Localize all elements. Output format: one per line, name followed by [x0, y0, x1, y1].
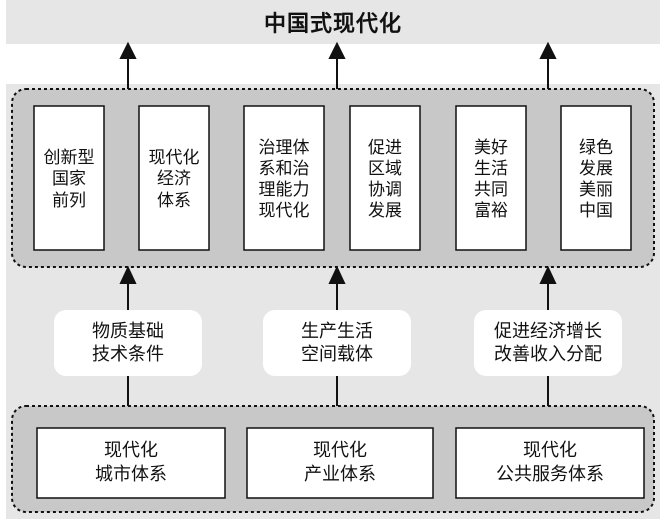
base-box-3: [455, 427, 645, 499]
goal-box-2: [138, 105, 210, 251]
goal-box-5: [455, 105, 527, 251]
base-public-service-system: 现代化 公共服务体系: [496, 439, 604, 485]
support-growth-distribution: 促进经济增长 改善收入分配: [494, 320, 602, 365]
base-box-1: [36, 427, 226, 499]
goal-modern-economy: 现代化 经济 体系: [148, 148, 200, 211]
goal-box-4: [349, 105, 421, 251]
support-material-foundation: 物质基础 技术条件: [92, 320, 164, 365]
support-pill-1: [54, 310, 202, 376]
support-pill-2: [263, 310, 411, 376]
goal-box-1: [33, 105, 105, 251]
goal-innovative-country: 创新型 国家 前列: [43, 148, 95, 211]
goal-regional-coordination: 促进 区域 协调 发展: [368, 137, 402, 222]
diagram-title: 中国式现代化: [263, 11, 402, 37]
goals-group: [11, 88, 655, 268]
goal-box-6: [560, 105, 632, 251]
title-band: [6, 0, 660, 44]
base-urban-system: 现代化 城市体系: [95, 439, 167, 485]
support-pill-3: [474, 310, 622, 376]
goal-governance-modernization: 治理体 系和治 理能力 现代化: [258, 137, 310, 222]
goal-box-3: [243, 105, 325, 251]
support-spatial-carrier: 生产生活 空间载体: [301, 320, 373, 365]
base-industry-system: 现代化 产业体系: [304, 439, 376, 485]
upper-arrows: [119, 41, 557, 89]
goal-common-prosperity: 美好 生活 共同 富裕: [474, 137, 508, 222]
goal-beautiful-china: 绿色 发展 美丽 中国: [579, 137, 613, 222]
base-box-2: [246, 427, 434, 499]
